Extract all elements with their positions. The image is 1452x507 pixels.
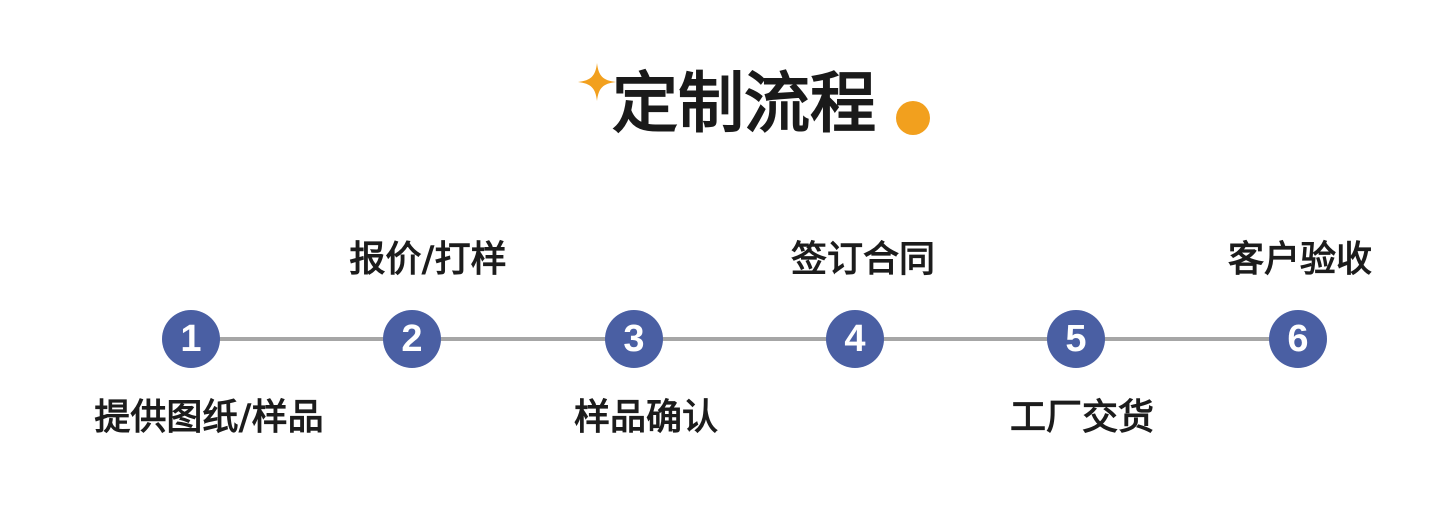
section-header: 定制流程	[0, 0, 1452, 180]
page-title: 定制流程	[612, 65, 876, 142]
step-2-label: 报价/打样	[349, 239, 507, 280]
step-6-badge: 6	[1269, 310, 1327, 368]
accent-dot-icon	[896, 101, 930, 135]
sparkle-icon	[578, 63, 616, 101]
timeline-connector-line	[191, 337, 1298, 341]
step-4-badge: 4	[826, 310, 884, 368]
step-5-badge: 5	[1047, 310, 1105, 368]
step-6-label: 客户验收	[1227, 239, 1373, 280]
step-5-label: 工厂交货	[1009, 397, 1155, 438]
step-1-label: 提供图纸/样品	[94, 397, 324, 438]
step-1-badge: 1	[162, 310, 220, 368]
step-2-badge: 2	[383, 310, 441, 368]
step-4-label: 签订合同	[790, 239, 936, 280]
step-3-badge: 3	[605, 310, 663, 368]
step-3-label: 样品确认	[573, 397, 719, 438]
